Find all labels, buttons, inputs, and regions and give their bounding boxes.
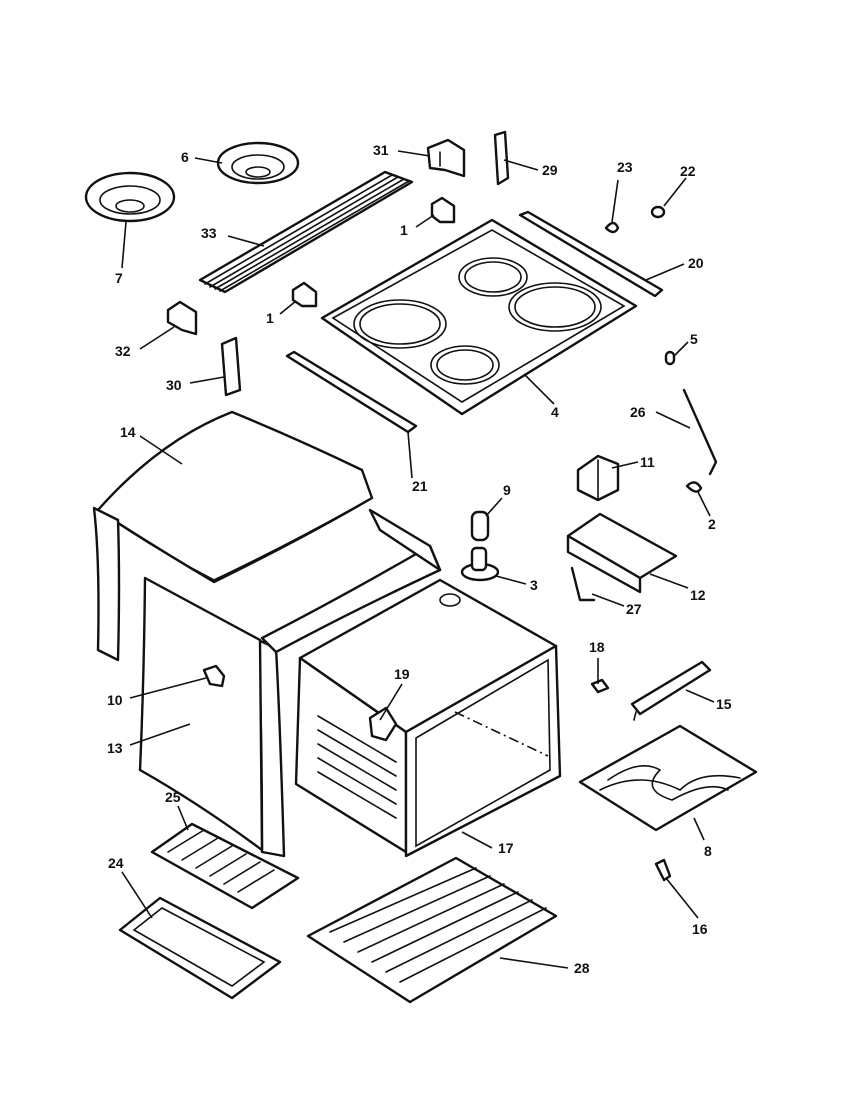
label-33: 33 [201,225,217,241]
label-9: 9 [503,482,511,498]
label-6: 6 [181,149,189,165]
label-15: 15 [716,696,732,712]
part-14-insulation-wrap [92,506,442,858]
label-4: 4 [551,404,559,420]
part-12-tray [566,512,678,594]
label-17: 17 [498,840,514,856]
label-10: 10 [107,692,123,708]
label-23: 23 [617,159,633,175]
part-31-bracket [426,138,466,178]
part-25-broiler-grid [150,822,300,910]
label-32: 32 [115,343,131,359]
part-24-broiler-pan [118,896,282,1000]
label-18: 18 [589,639,605,655]
part-29-bracket [493,130,510,186]
label-19: 19 [394,666,410,682]
part-1-bracket-upper [430,196,456,224]
label-28: 28 [574,960,590,976]
part-20-side-trim [518,210,664,298]
part-11-block [576,454,620,502]
part-4-cooktop [320,218,638,416]
label-2: 2 [708,516,716,532]
part-13-cabinet-side [138,576,264,852]
part-10-clip [202,664,226,688]
part-1-bracket-lower [291,281,318,308]
callout-labels: 6 7 33 31 29 1 1 32 30 23 22 20 4 21 5 2… [107,142,732,976]
label-21: 21 [412,478,428,494]
part-22-clip [650,205,666,219]
label-1-lower: 1 [266,310,274,326]
part-32-bracket [166,300,198,336]
part-23-clip [604,221,620,234]
part-19-plate [368,706,398,742]
broiler-grid-slots [167,829,275,893]
label-31: 31 [373,142,389,158]
label-14: 14 [120,424,136,440]
label-11: 11 [640,454,655,470]
part-5-clip [664,350,676,366]
part-33-trim-strips [198,170,414,294]
label-8: 8 [704,843,712,859]
part-3-foot [460,546,500,582]
label-1-upper: 1 [400,222,408,238]
part-18-clip [590,678,610,694]
part-16-clip [654,858,672,882]
part-28-oven-rack [306,856,558,1004]
leader-lines [121,150,715,969]
label-12: 12 [690,587,706,603]
label-13: 13 [107,740,123,756]
part-21-side-trim [285,350,418,434]
part-30-bracket [220,336,242,397]
label-29: 29 [542,162,558,178]
label-25: 25 [165,789,181,805]
oven-liner-vent-slots [317,715,397,819]
part-8-broil-element [578,724,758,832]
part-15-rail [630,660,712,721]
label-7: 7 [115,270,123,286]
label-26: 26 [630,404,646,420]
part-2-clip [685,481,703,493]
label-22: 22 [680,163,696,179]
part-26-rod [682,388,718,476]
part-7-drip-bowl-large [84,171,176,223]
part-27-rod [570,566,596,602]
oven-rack-wires [329,867,547,983]
part-9-cap [470,510,490,542]
label-5: 5 [690,331,698,347]
label-24: 24 [108,855,124,871]
part-17-oven-liner [294,578,562,858]
label-3: 3 [530,577,538,593]
part-6-drip-bowl-small [216,141,300,185]
part-14-top-insulation [96,410,374,584]
label-27: 27 [626,601,642,617]
label-30: 30 [166,377,182,393]
label-16: 16 [692,921,708,937]
label-20: 20 [688,255,704,271]
